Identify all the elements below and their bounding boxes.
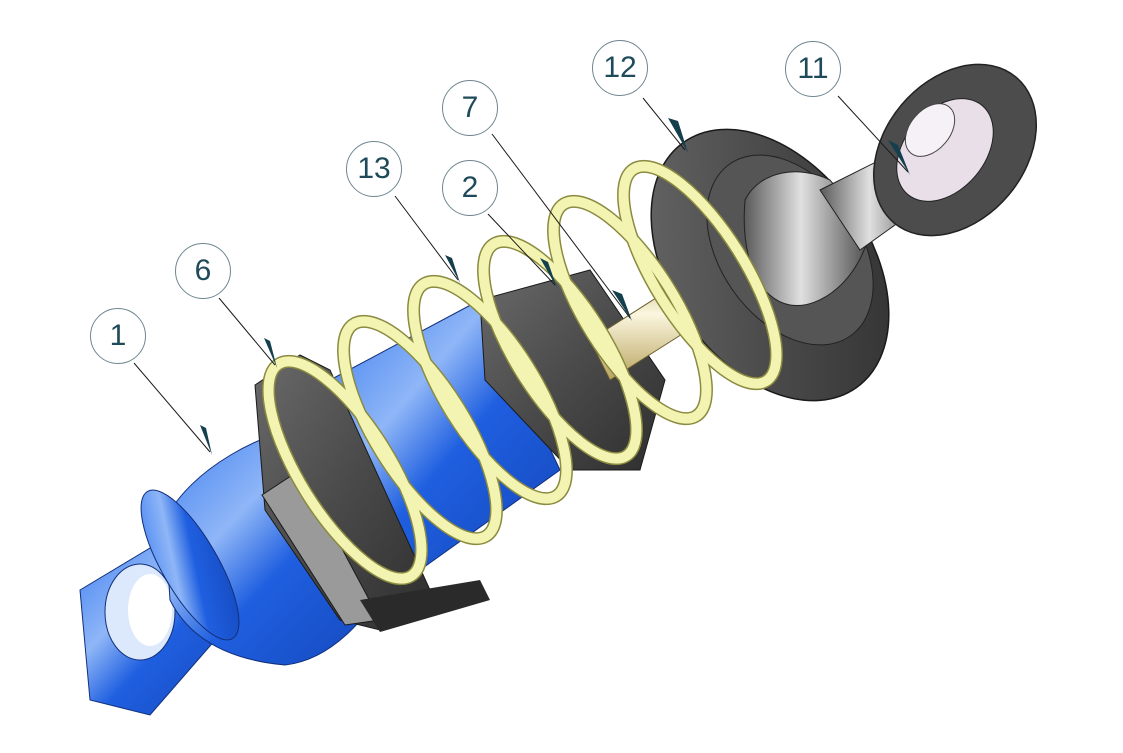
part-6-nut [254,354,490,632]
balloon-part-13: 13 [346,141,402,197]
balloon-part-7: 7 [442,80,498,136]
balloon-part-2: 2 [442,160,498,216]
part-11-rod-end [743,63,1038,307]
part-13-spring-highlight [263,161,782,584]
leader-arrowheads [200,118,910,455]
balloon-part-11: 11 [785,41,841,97]
balloon-part-12: 12 [592,40,648,96]
balloon-part-1: 1 [90,308,146,364]
leader-lines [133,95,909,453]
balloon-part-6: 6 [175,243,231,299]
part-2-block [479,269,666,471]
